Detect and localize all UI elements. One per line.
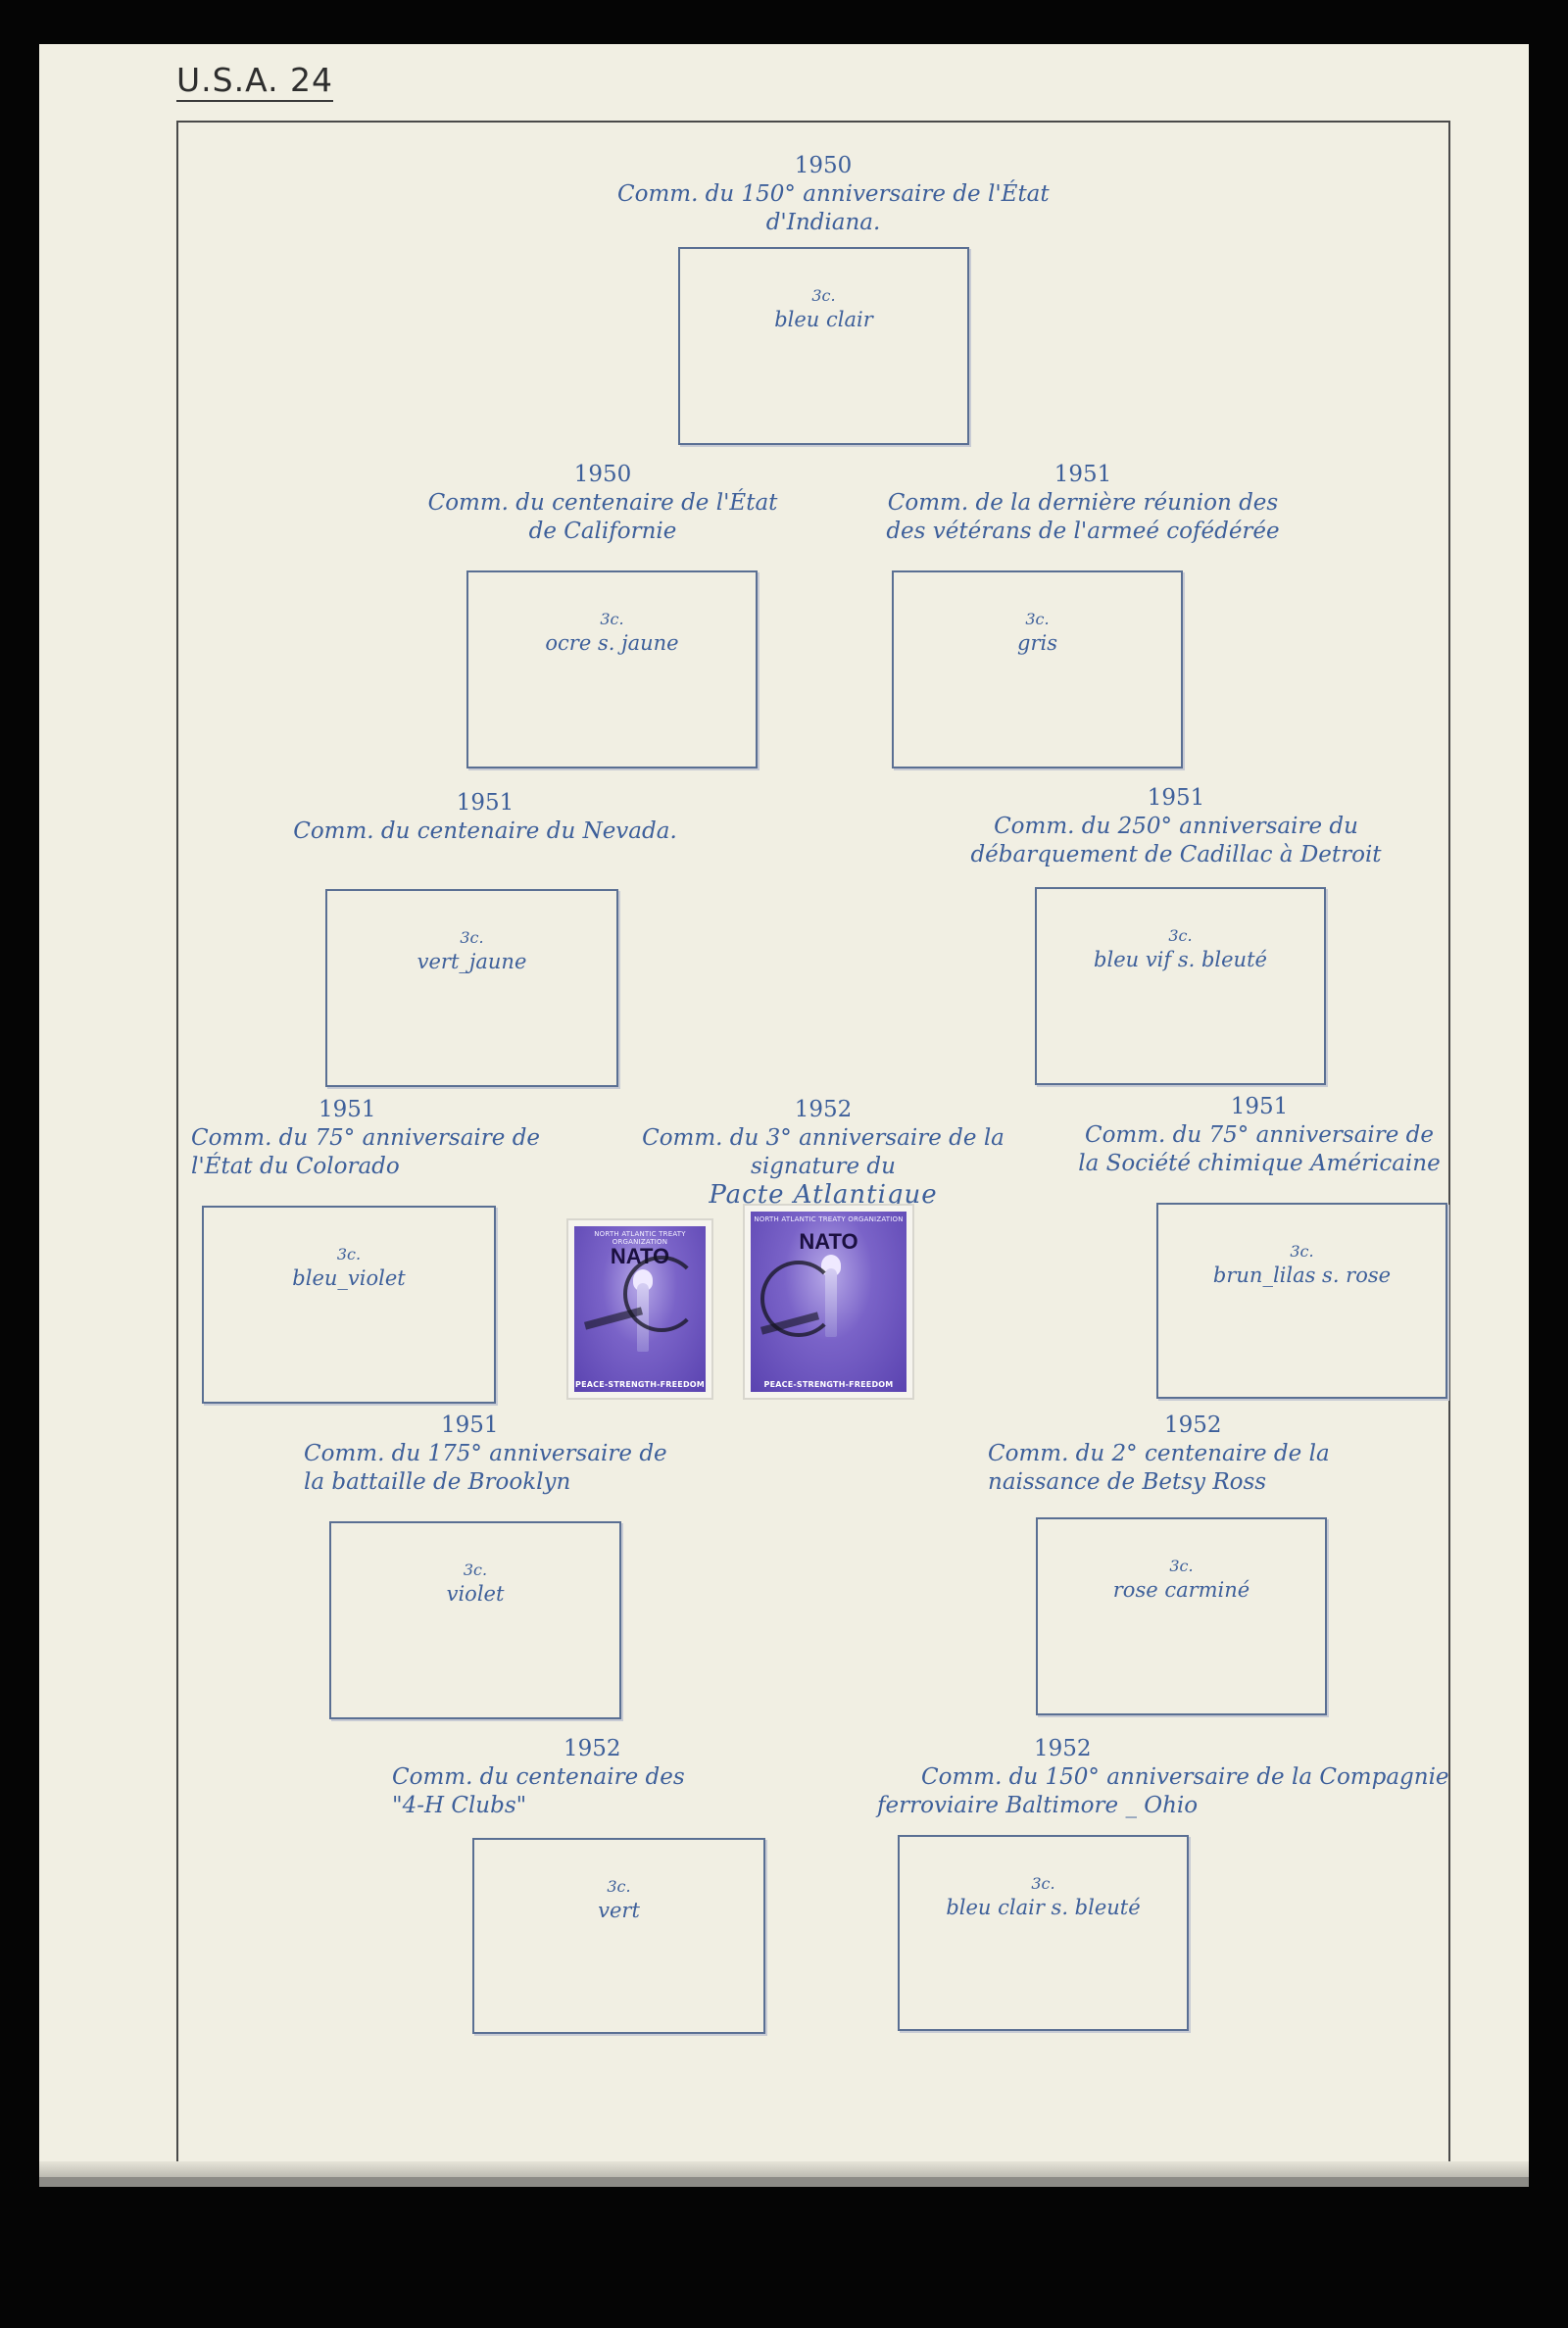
page-edge bbox=[39, 2161, 1529, 2177]
nato-stamp-1: NORTH ATLANTIC TREATY ORGANIZATION NATO … bbox=[566, 1218, 713, 1400]
year: 1951 bbox=[1230, 1094, 1289, 1119]
denomination: 3c. bbox=[1025, 610, 1050, 628]
denomination: 3c. bbox=[336, 1245, 362, 1263]
stamp-space-indiana: 3c. bleu clair bbox=[678, 247, 969, 445]
denomination: 3c. bbox=[460, 928, 484, 947]
stamp-color: gris bbox=[1017, 631, 1057, 655]
caption-line: "4-H Clubs" bbox=[392, 1793, 527, 1818]
caption-4h: 1952 Comm. du centenaire des "4-H Clubs" bbox=[392, 1735, 784, 1820]
caption-line: de Californie bbox=[528, 519, 677, 544]
caption-line: des vétérans de l'armeé cofédérée bbox=[886, 519, 1280, 544]
stamp-color: violet bbox=[446, 1582, 505, 1606]
postmark-icon bbox=[623, 1256, 700, 1332]
stamp-bottom-text: PEACE-STRENGTH-FREEDOM bbox=[575, 1380, 705, 1389]
caption-line: Comm. du 250° anniversaire du bbox=[994, 814, 1358, 839]
stamp-top-text: NORTH ATLANTIC TREATY ORGANIZATION bbox=[754, 1215, 904, 1223]
caption-line: la battaille de Brooklyn bbox=[304, 1469, 571, 1495]
stamp-color: brun_lilas s. rose bbox=[1212, 1263, 1392, 1287]
caption-line: débarquement de Cadillac à Detroit bbox=[970, 842, 1382, 867]
caption-line: Comm. du 3° anniversaire de la bbox=[642, 1125, 1004, 1151]
page-shadow bbox=[39, 2177, 1529, 2187]
caption-line: Comm. du centenaire des bbox=[392, 1764, 685, 1790]
caption-line: Comm. de la dernière réunion des bbox=[887, 490, 1279, 516]
stamp-space-4h: 3c. vert bbox=[472, 1838, 765, 2034]
caption-line: ferroviaire Baltimore _ Ohio bbox=[877, 1793, 1199, 1818]
caption-confederate: 1951 Comm. de la dernière réunion des de… bbox=[838, 461, 1328, 546]
caption-brooklyn: 1951 Comm. du 175° anniversaire de la ba… bbox=[304, 1412, 696, 1497]
stamp-color: rose carminé bbox=[1112, 1578, 1250, 1602]
denomination: 3c. bbox=[1031, 1874, 1055, 1893]
caption-cadillac: 1951 Comm. du 250° anniversaire du débar… bbox=[951, 784, 1401, 869]
denomination: 3c. bbox=[1169, 1557, 1194, 1575]
stamp-space-california: 3c. ocre s. jaune bbox=[466, 570, 758, 768]
page-frame bbox=[176, 121, 1450, 2161]
year: 1951 bbox=[441, 1412, 499, 1438]
caption-line: Comm. du 75° anniversaire de bbox=[191, 1125, 541, 1151]
caption-line: Comm. du centenaire du Nevada. bbox=[293, 818, 677, 844]
stamp-color: vert_jaune bbox=[416, 950, 527, 973]
album-page bbox=[39, 44, 1529, 2161]
caption-line: Comm. du 2° centenaire de la bbox=[988, 1441, 1330, 1466]
year: 1952 bbox=[564, 1736, 621, 1761]
caption-line: la Société chimique Américaine bbox=[1078, 1151, 1441, 1176]
stamp-space-confederate: 3c. gris bbox=[892, 570, 1183, 768]
year: 1951 bbox=[1147, 785, 1205, 811]
stamp-space-colorado: 3c. bleu_violet bbox=[202, 1206, 496, 1404]
year: 1952 bbox=[794, 1097, 853, 1122]
caption-line: naissance de Betsy Ross bbox=[988, 1469, 1267, 1495]
caption-chemical: 1951 Comm. du 75° anniversaire de la Soc… bbox=[1049, 1093, 1470, 1178]
caption-california: 1950 Comm. du centenaire de l'État de Ca… bbox=[397, 461, 808, 546]
year: 1952 bbox=[1164, 1412, 1222, 1438]
denomination: 3c. bbox=[607, 1877, 631, 1896]
stamp-color: ocre s. jaune bbox=[545, 631, 679, 655]
caption-line: signature du bbox=[751, 1154, 896, 1179]
stamp-color: bleu clair bbox=[774, 308, 873, 331]
caption-line: Comm. du 75° anniversaire de bbox=[1084, 1122, 1435, 1148]
year: 1951 bbox=[318, 1097, 376, 1122]
year: 1952 bbox=[1034, 1736, 1092, 1761]
stamp-color: bleu vif s. bleuté bbox=[1094, 948, 1267, 971]
stamp-space-chemical: 3c. brun_lilas s. rose bbox=[1156, 1203, 1447, 1399]
denomination: 3c. bbox=[811, 286, 836, 305]
stamp-space-nevada: 3c. vert_jaune bbox=[325, 889, 618, 1087]
stamp-top-text: NORTH ATLANTIC TREATY ORGANIZATION bbox=[594, 1230, 686, 1246]
denomination: 3c. bbox=[463, 1560, 488, 1579]
stamp-bottom-text: PEACE-STRENGTH-FREEDOM bbox=[763, 1380, 894, 1389]
caption-line: Comm. du centenaire de l'État bbox=[427, 490, 778, 516]
caption-line: l'État du Colorado bbox=[191, 1154, 400, 1179]
stamp-space-baltimore-ohio: 3c. bleu clair s. bleuté bbox=[898, 1835, 1189, 2031]
year: 1951 bbox=[1054, 462, 1112, 487]
caption-nevada: 1951 Comm. du centenaire du Nevada. bbox=[279, 789, 691, 846]
denomination: 3c. bbox=[1168, 926, 1193, 945]
nato-stamp-2: NORTH ATLANTIC TREATY ORGANIZATION NATO … bbox=[743, 1204, 914, 1400]
caption-nato: 1952 Comm. du 3° anniversaire de la sign… bbox=[627, 1096, 1019, 1210]
year: 1951 bbox=[456, 790, 514, 816]
caption-line: d'Indiana. bbox=[765, 210, 881, 235]
stamp-space-cadillac: 3c. bleu vif s. bleuté bbox=[1035, 887, 1326, 1085]
denomination: 3c. bbox=[600, 610, 624, 628]
stamp-color: vert bbox=[598, 1899, 640, 1922]
denomination: 3c. bbox=[1290, 1242, 1314, 1261]
caption-line: Comm. du 150° anniversaire de l'État bbox=[617, 181, 1050, 207]
year: 1950 bbox=[573, 462, 632, 487]
caption-line: Comm. du 150° anniversaire de la Compagn… bbox=[921, 1764, 1449, 1790]
postmark-icon bbox=[760, 1261, 837, 1337]
stamp-space-betsy-ross: 3c. rose carminé bbox=[1036, 1517, 1327, 1715]
caption-colorado: 1951 Comm. du 75° anniversaire de l'État… bbox=[191, 1096, 564, 1181]
caption-betsy-ross: 1952 Comm. du 2° centenaire de la naissa… bbox=[988, 1412, 1380, 1497]
caption-indiana: 1950 Comm. du 150° anniversaire de l'Éta… bbox=[617, 152, 1050, 237]
stamp-color: bleu clair s. bleuté bbox=[946, 1896, 1141, 1919]
caption-baltimore-ohio: 1952 Comm. du 150° anniversaire de la Co… bbox=[877, 1735, 1449, 1820]
year: 1950 bbox=[794, 153, 853, 178]
stamp-color: bleu_violet bbox=[292, 1266, 406, 1290]
caption-line: Comm. du 175° anniversaire de bbox=[304, 1441, 667, 1466]
stamp-title: NATO bbox=[799, 1229, 858, 1254]
stamp-space-brooklyn: 3c. violet bbox=[329, 1521, 621, 1719]
page-number: U.S.A. 24 bbox=[176, 62, 334, 103]
